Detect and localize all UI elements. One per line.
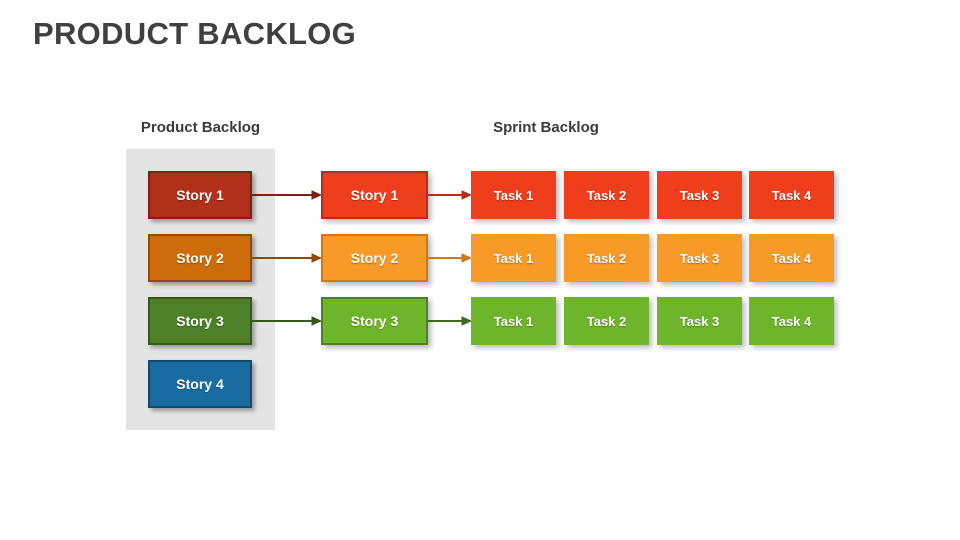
arrow-story-to-tasks-3: [428, 316, 471, 326]
sprint-story-card-3[interactable]: Story 3: [321, 297, 428, 345]
task-card-row1-3[interactable]: Task 3: [657, 171, 742, 219]
task-card-row3-3[interactable]: Task 3: [657, 297, 742, 345]
task-card-row2-2[interactable]: Task 2: [564, 234, 649, 282]
backlog-story-card-2[interactable]: Story 2: [148, 234, 252, 282]
task-card-row1-1[interactable]: Task 1: [471, 171, 556, 219]
arrow-story-to-tasks-2: [428, 253, 471, 263]
task-card-row1-4[interactable]: Task 4: [749, 171, 834, 219]
arrow-backlog-to-story-1: [252, 190, 321, 200]
task-card-row3-4[interactable]: Task 4: [749, 297, 834, 345]
task-card-row1-2[interactable]: Task 2: [564, 171, 649, 219]
sprint-story-card-1[interactable]: Story 1: [321, 171, 428, 219]
task-card-row2-4[interactable]: Task 4: [749, 234, 834, 282]
sprint-story-card-2[interactable]: Story 2: [321, 234, 428, 282]
sprint-backlog-heading: Sprint Backlog: [493, 119, 599, 136]
task-card-row3-2[interactable]: Task 2: [564, 297, 649, 345]
arrow-story-to-tasks-1: [428, 190, 471, 200]
task-card-row3-1[interactable]: Task 1: [471, 297, 556, 345]
product-backlog-heading: Product Backlog: [140, 119, 261, 136]
backlog-story-card-3[interactable]: Story 3: [148, 297, 252, 345]
backlog-story-card-4[interactable]: Story 4: [148, 360, 252, 408]
backlog-story-card-1[interactable]: Story 1: [148, 171, 252, 219]
page-title: PRODUCT BACKLOG: [33, 16, 357, 51]
task-card-row2-1[interactable]: Task 1: [471, 234, 556, 282]
arrow-backlog-to-story-2: [252, 253, 321, 263]
arrow-backlog-to-story-3: [252, 316, 321, 326]
task-card-row2-3[interactable]: Task 3: [657, 234, 742, 282]
